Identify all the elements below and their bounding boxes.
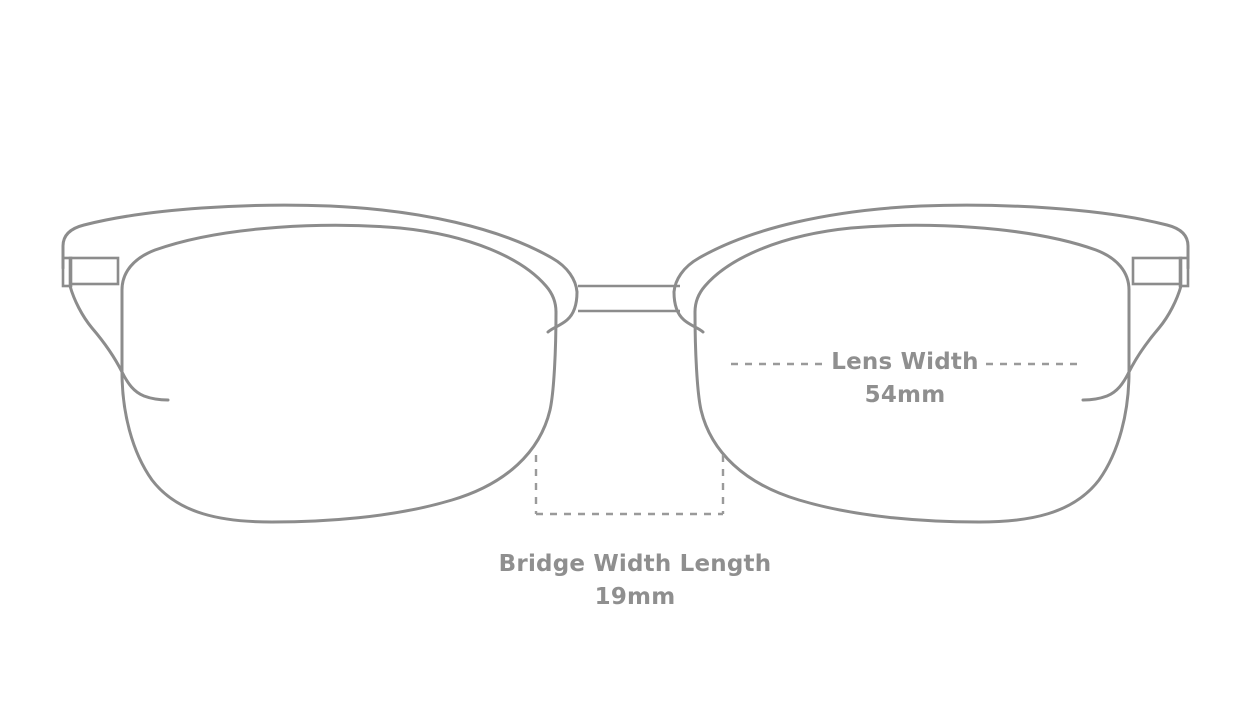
right-hinge-endcap [1178, 256, 1190, 288]
lens-width-title: Lens Width [831, 349, 979, 375]
left-hinge [68, 256, 120, 286]
right-lens [693, 288, 1131, 524]
right-hinge [1131, 256, 1183, 286]
left-brow-inner-edge [120, 223, 558, 314]
right-endpiece [1081, 284, 1183, 402]
bridge-width-title: Bridge Width Length [498, 551, 772, 577]
left-endpiece [68, 284, 170, 402]
bridge-width-value: 19mm [594, 584, 676, 611]
right-nose-riser [672, 290, 705, 334]
right-brow-outer-edge [672, 203, 1190, 294]
left-nose-riser [546, 290, 579, 334]
left-lens [120, 288, 558, 524]
right-brow-inner-edge [693, 223, 1131, 314]
left-hinge-endcap [61, 256, 73, 288]
lens-width-value: 54mm [864, 382, 946, 409]
bridge-width-label: Bridge Width Length 19mm [480, 548, 790, 615]
left-brow-outer-edge [61, 203, 579, 294]
lens-width-label: Lens Width 54mm [760, 346, 1050, 413]
